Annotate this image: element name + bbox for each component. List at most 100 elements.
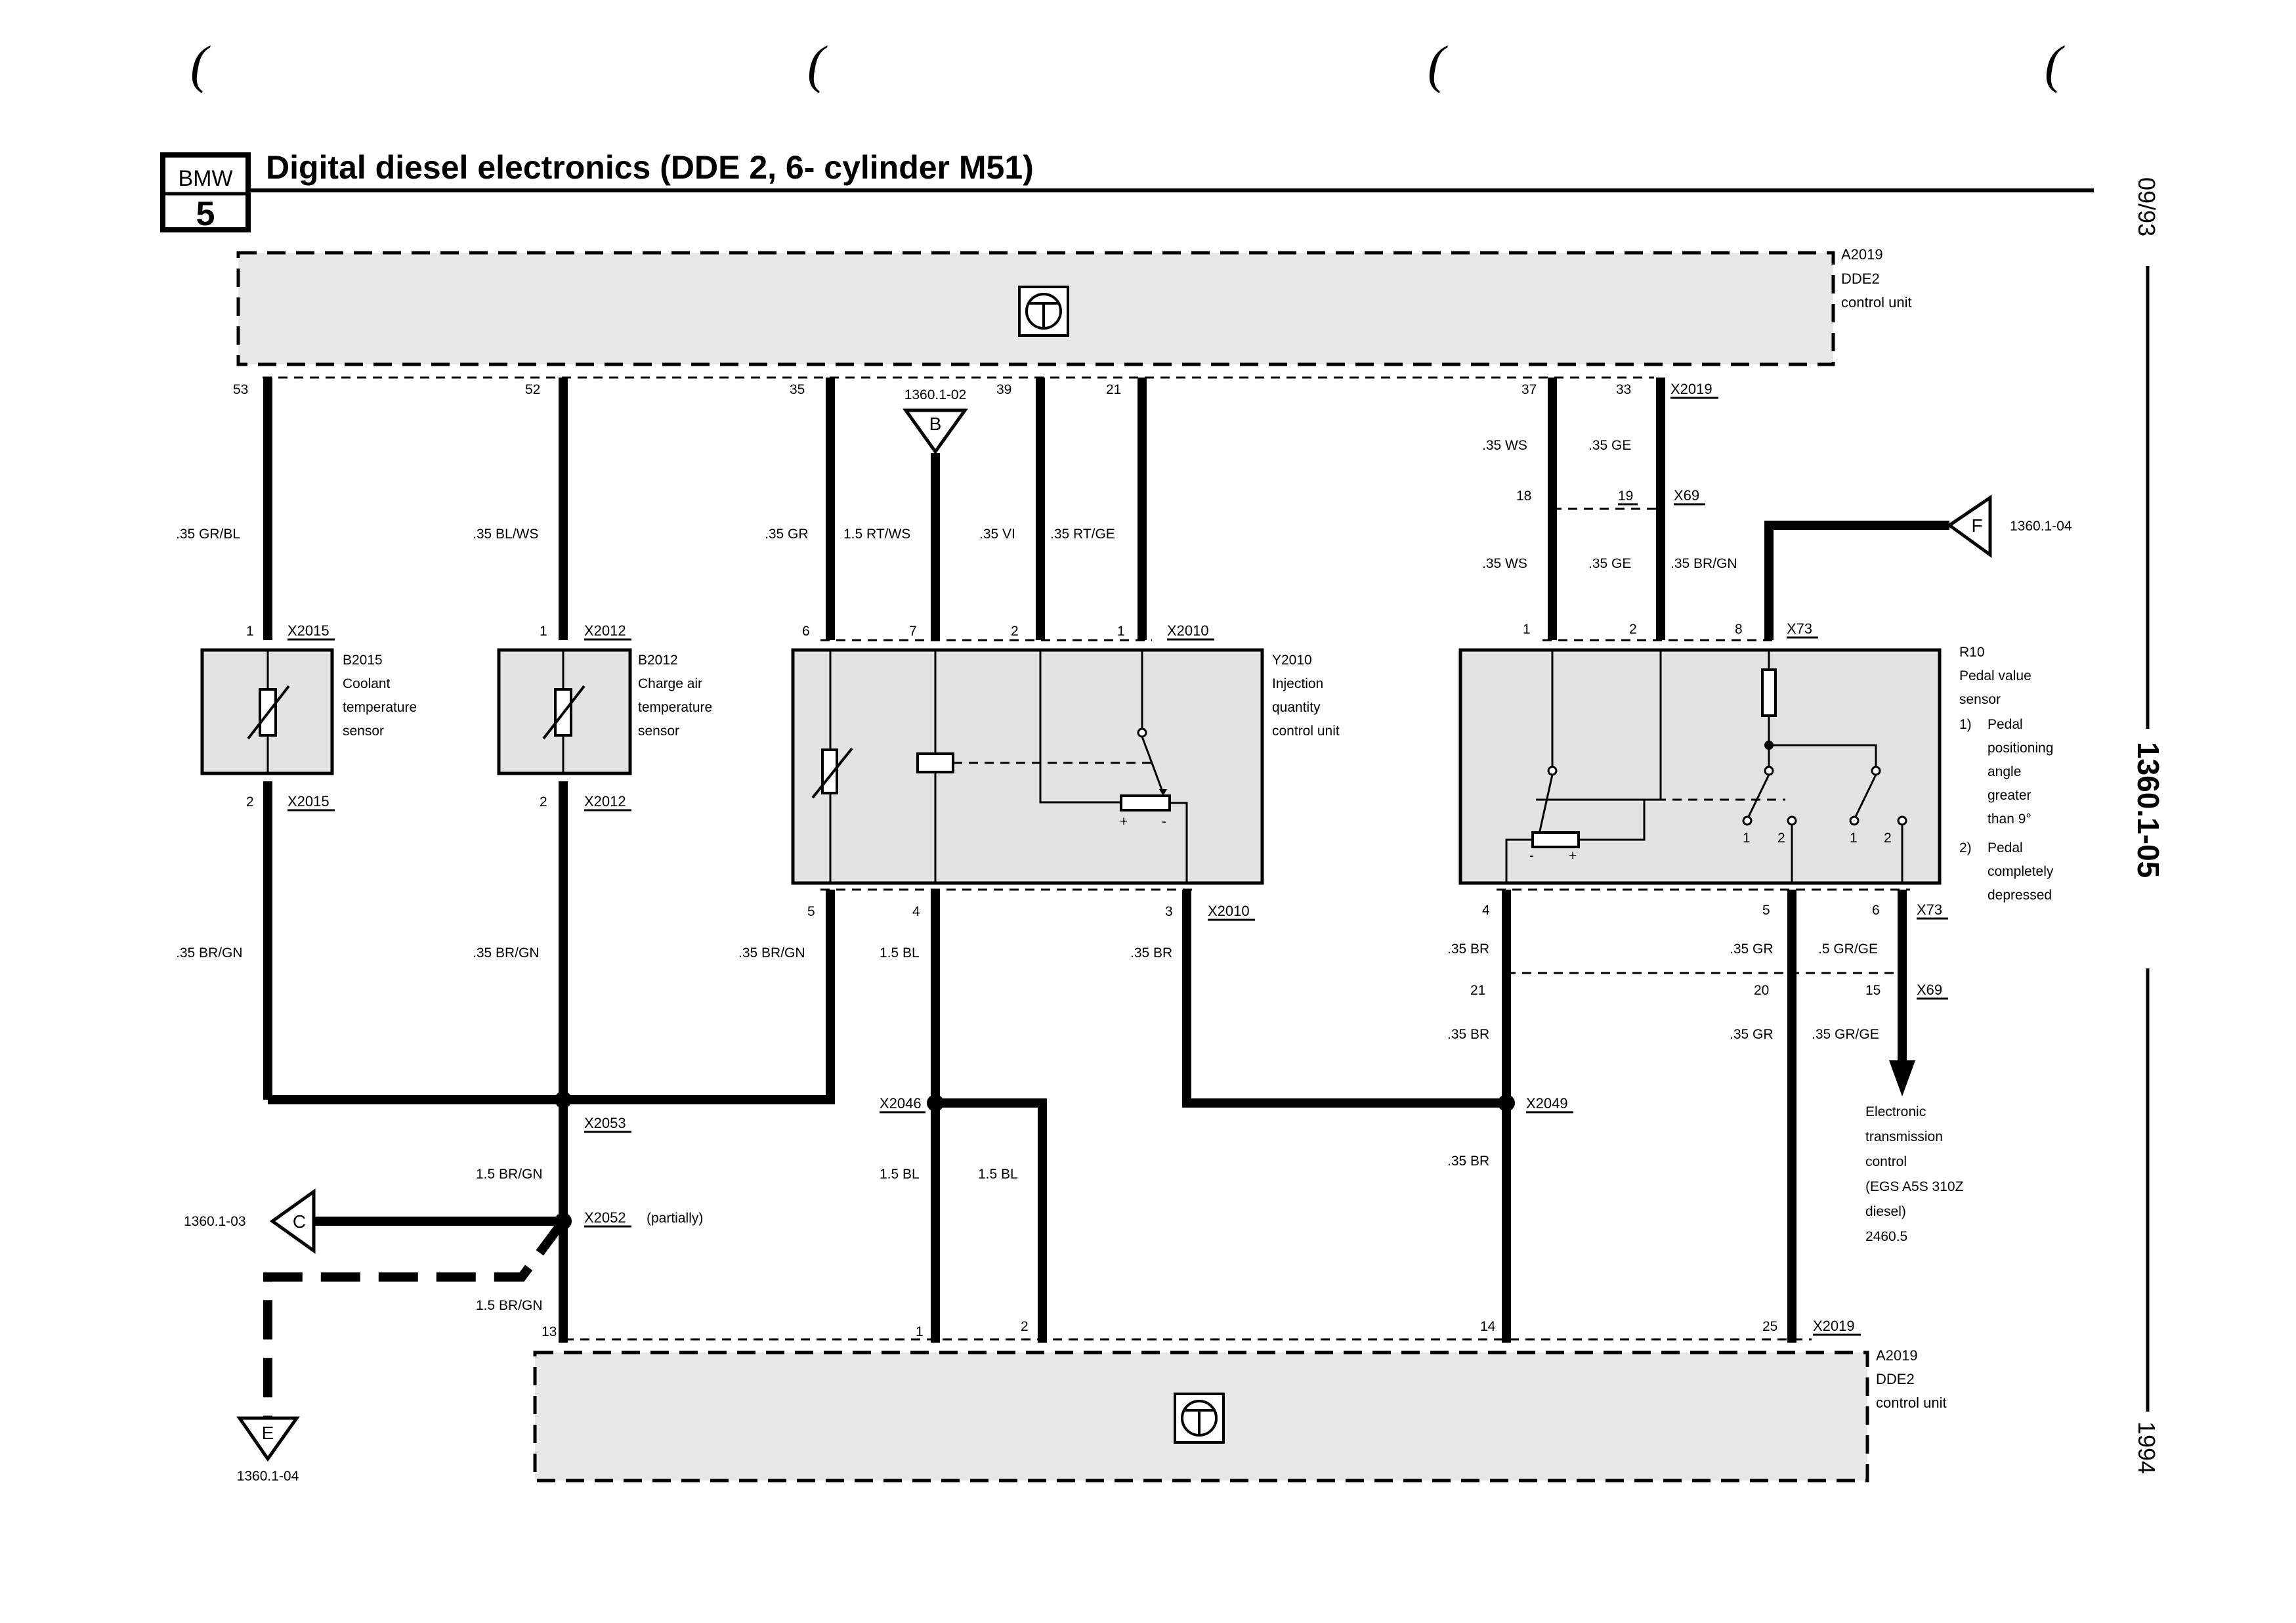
splice-label-x2053: X2053	[584, 1115, 626, 1131]
y2010-line: quantity	[1272, 700, 1321, 715]
b2015-line: Coolant	[343, 676, 391, 691]
pin-label: 21	[1470, 983, 1485, 998]
egs-line: Electronic	[1865, 1104, 1926, 1119]
ref-c-page: 1360.1-03	[184, 1214, 246, 1229]
binding-paren: (	[1428, 36, 1448, 94]
splice-x2053	[555, 1091, 572, 1108]
pin-label: 1	[1523, 622, 1531, 637]
splice-note: (partially)	[647, 1211, 703, 1226]
ref-b-page: 1360.1-02	[904, 387, 967, 402]
pin-label: 4	[912, 904, 920, 919]
control-unit-bottom: A2019 DDE2 control unit	[533, 1347, 1947, 1482]
ref-b-letter: B	[929, 414, 942, 434]
wire-label: .35 BR	[1447, 941, 1489, 957]
sensor-b2015: B2015 Coolant temperature sensor 1 X2015…	[200, 622, 417, 812]
pin-label: 1	[540, 624, 547, 639]
egs-line: transmission	[1865, 1129, 1943, 1144]
connector-x69: X69	[1674, 487, 1699, 504]
logo-text: BMW	[178, 166, 232, 191]
r10-note: depressed	[1988, 888, 2052, 903]
wire-label: 1.5 BR/GN	[476, 1298, 543, 1313]
connector-x2010: X2010	[1208, 903, 1250, 919]
connector-x2012: X2012	[584, 793, 626, 810]
ref-b-triangle: B 1360.1-02	[903, 387, 968, 455]
splice-label-x2049: X2049	[1526, 1095, 1568, 1112]
wires	[263, 378, 1949, 1418]
connector-x2012: X2012	[584, 622, 626, 639]
connector-x2010: X2010	[1167, 622, 1209, 639]
r10-note: than 9°	[1988, 812, 2031, 827]
page-title: Digital diesel electronics (DDE 2, 6- cy…	[266, 149, 1034, 186]
wire-label: 1.5 BL	[978, 1167, 1018, 1182]
pin-label: 7	[909, 624, 917, 639]
wire-label: .35 WS	[1482, 438, 1527, 453]
wire-label: .35 BR/GN	[176, 945, 243, 961]
ref-f-letter: F	[1971, 515, 1982, 536]
wire-label: .35 BR/GN	[738, 945, 805, 961]
wire-label: 1.5 BL	[880, 945, 920, 961]
r10-note: greater	[1988, 788, 2031, 803]
wire-label: .35 BR	[1130, 945, 1172, 961]
pin-label: 21	[1106, 382, 1121, 397]
pin-label: 37	[1521, 382, 1537, 397]
wire-label: .35 BR	[1447, 1154, 1489, 1169]
wire-label: .5 GR/GE	[1818, 941, 1878, 957]
r10-note: 2)	[1959, 840, 1972, 855]
b2015-line: sensor	[343, 724, 384, 739]
egs-line: diesel)	[1865, 1204, 1906, 1219]
binding-paren: (	[2045, 36, 2065, 94]
actuator-y2010: + - Y2010 Injection quantity control uni…	[791, 622, 1340, 921]
margin-page-number: 1360.1-05	[2131, 742, 2165, 878]
sensor-r10: 1 2 1 2 - + R10 Pedal value sensor 1) Pe…	[1458, 620, 2054, 920]
pin-label: 1	[916, 1324, 924, 1339]
wire-label: .35 BR/GN	[473, 945, 540, 961]
margin-strip: 09/93 1360.1-05 1994	[2131, 177, 2165, 1474]
pin-label: 19	[1618, 488, 1633, 504]
pin-label: 25	[1762, 1319, 1777, 1334]
wire-label: .35 WS	[1482, 556, 1527, 571]
pin-label: 2	[246, 794, 254, 810]
egs-line: (EGS A5S 310Z	[1865, 1179, 1964, 1194]
binding-paren: (	[807, 36, 828, 94]
ref-c-triangle: C 1360.1-03	[184, 1188, 316, 1254]
wire-label: 1.5 BL	[880, 1167, 920, 1182]
y2010-line: Injection	[1272, 676, 1323, 691]
wire-label: .35 GE	[1588, 438, 1631, 453]
cu-bottom-line1: DDE2	[1876, 1371, 1915, 1387]
pin-label: 1	[246, 624, 254, 639]
margin-date: 09/93	[2133, 177, 2160, 236]
b2015-id: B2015	[343, 653, 383, 668]
control-unit-top: A2019 DDE2 control unit	[236, 246, 1912, 366]
wire-label: .35 GR	[1730, 1027, 1774, 1042]
pin-label: 35	[790, 382, 805, 397]
wire-label: 1.5 RT/WS	[843, 527, 910, 542]
splice-x2046	[927, 1094, 944, 1112]
y2010-id: Y2010	[1272, 653, 1312, 668]
ref-e-triangle: E 1360.1-04	[236, 1416, 300, 1484]
egs-line: 2460.5	[1865, 1229, 1907, 1244]
switch-label: 1	[1850, 831, 1858, 846]
wire-label: .35 RT/GE	[1050, 527, 1115, 542]
switch-label: 2	[1777, 831, 1785, 846]
cu-bottom-line2: control unit	[1876, 1395, 1947, 1411]
connector-x69: X69	[1917, 982, 1942, 998]
r10-note: angle	[1988, 764, 2021, 779]
pin-label: 5	[1762, 903, 1770, 918]
b2012-id: B2012	[638, 653, 678, 668]
pin-label: 14	[1480, 1319, 1496, 1334]
y2010-line: control unit	[1272, 724, 1340, 739]
wire-label: .35 BL/WS	[473, 527, 538, 542]
r10-line: sensor	[1959, 692, 2001, 707]
connector-x73: X73	[1787, 620, 1812, 637]
switch-label: 2	[1884, 831, 1892, 846]
pin-label: 5	[807, 904, 815, 919]
wire-label: .35 GR/GE	[1812, 1027, 1879, 1042]
ref-e-letter: E	[262, 1423, 274, 1443]
b2012-line: sensor	[638, 724, 679, 739]
pin-label: 4	[1482, 903, 1490, 918]
connector-x73: X73	[1917, 901, 1942, 918]
cu-top-line1: DDE2	[1841, 270, 1880, 287]
switch-label: 1	[1743, 831, 1751, 846]
pin-label: 2	[540, 794, 547, 810]
ref-f-page: 1360.1-04	[2010, 519, 2072, 534]
